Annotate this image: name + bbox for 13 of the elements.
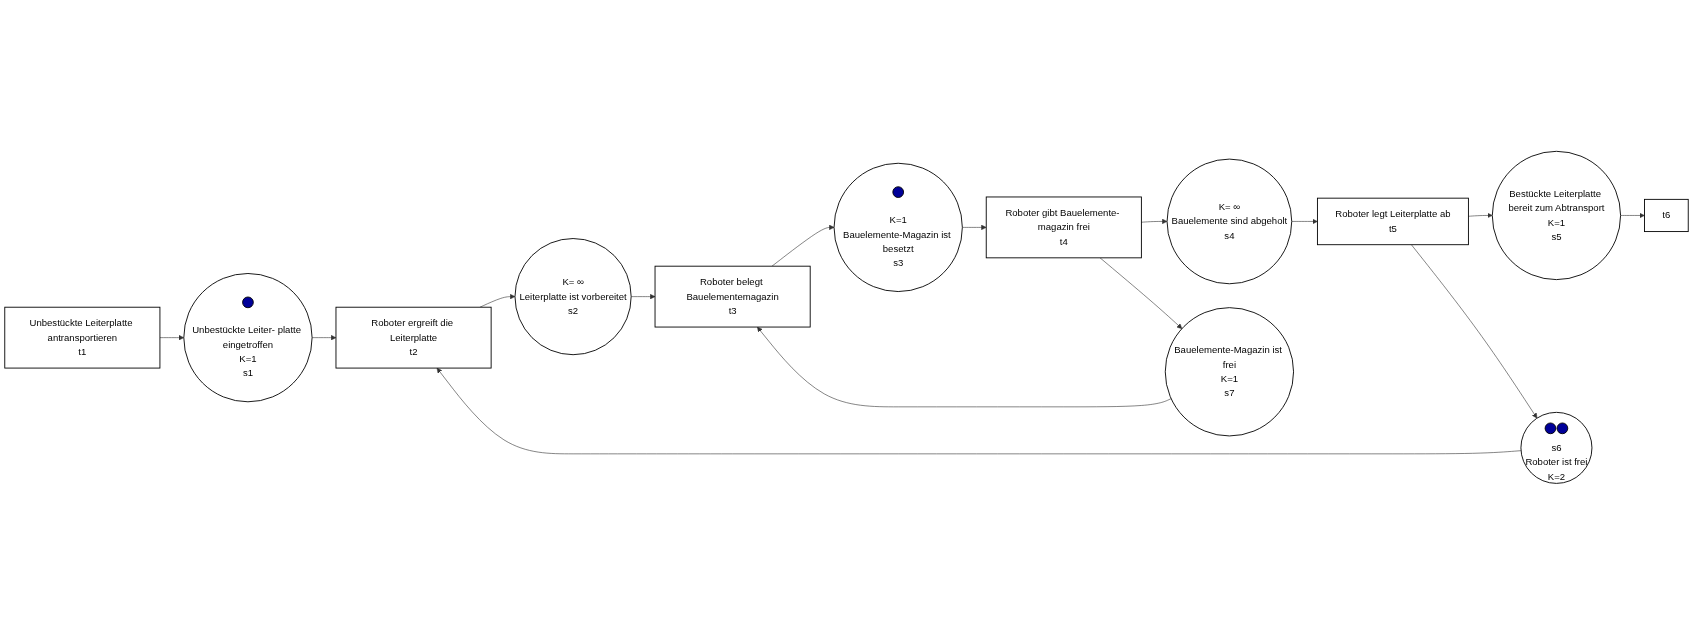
place-circle: K=1 Bauelemente-Magazin ist besetzt s3 [833, 162, 963, 292]
place-circle: s6 Roboter ist frei K=2 [1520, 411, 1593, 484]
transition-box: Roboter legt Leiterplatte ab t5 [1317, 197, 1469, 246]
transition-box: t6 [1644, 198, 1689, 233]
place-circle: K= ∞ Bauelemente sind abgeholt s4 [1166, 158, 1293, 285]
place-circle: Unbestückte Leiter- platte eingetroffen K=1 s1 [183, 273, 313, 403]
transition-box: Unbestückte Leiterplatte antransportieren t1 [4, 306, 161, 369]
place-circle: K= ∞ Leiterplatte ist vorbereitet s2 [514, 238, 632, 356]
transition-box: Roboter gibt Bauelemente- magazin frei t4 [985, 196, 1142, 259]
place-circle: Bestückte Leiterplatte bereit zum Abtransport K=1 s5 [1491, 150, 1622, 281]
transition-box: Roboter belegt Bauelementemagazin t3 [654, 265, 811, 328]
place-circle: Bauelemente-Magazin ist frei K=1 s7 [1164, 307, 1294, 437]
transition-box: Roboter ergreift die Leiterplatte t2 [335, 306, 492, 369]
